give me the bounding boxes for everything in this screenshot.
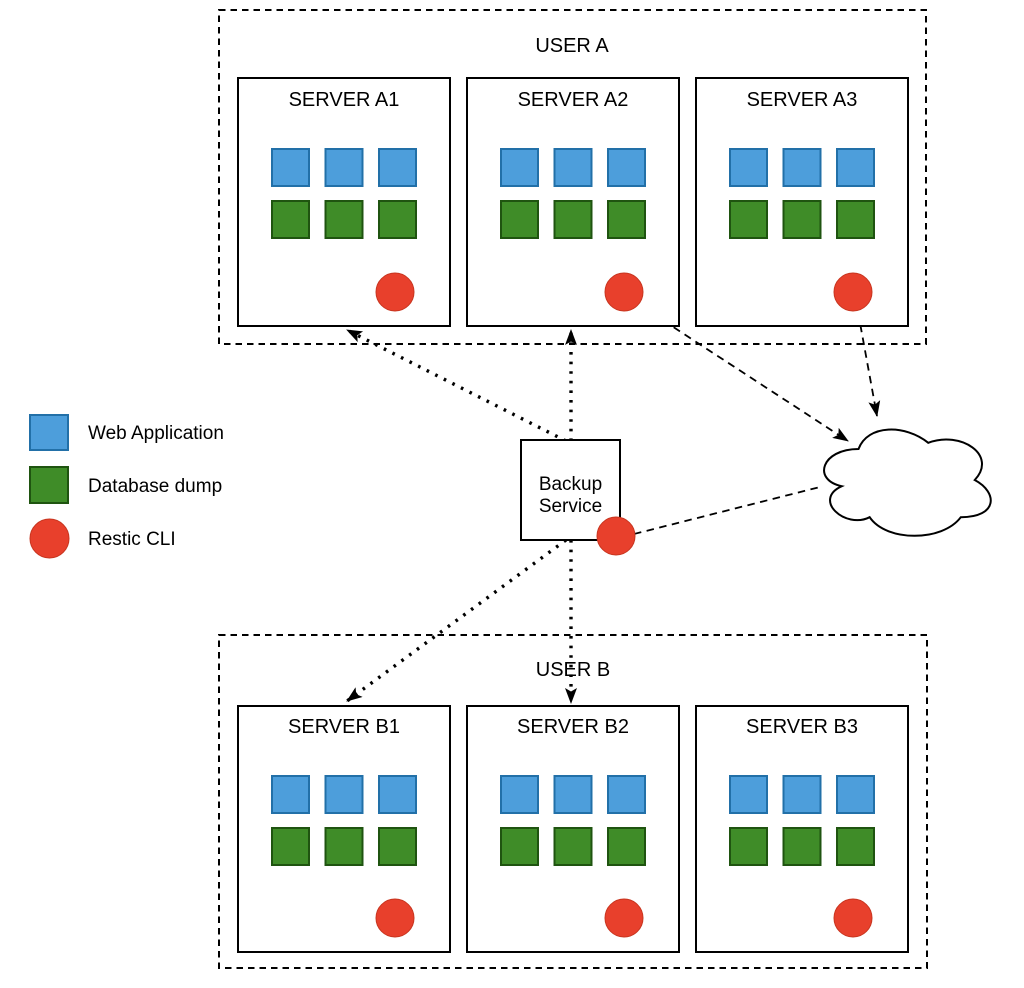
database-dump-icon (729, 827, 768, 866)
database-dump-icon (782, 827, 822, 866)
restic-cli-icon (604, 898, 644, 938)
web-application-icon (271, 148, 310, 187)
restic-cli-icon (604, 272, 644, 312)
server-b2-title: SERVER B2 (517, 716, 629, 738)
server-a3: SERVER A3 (695, 77, 909, 327)
user-b-container (218, 634, 928, 969)
web-application-icon (836, 148, 875, 187)
legend-web-application-label: Web Application (88, 423, 224, 444)
edge-server-a3-restic-to-cloud (857, 311, 881, 417)
web-application-icon (324, 775, 364, 814)
database-dump-icon (500, 200, 539, 239)
database-dump-icon (607, 200, 646, 239)
web-application-icon (607, 148, 646, 187)
web-application-icon (782, 148, 822, 187)
legend-web-application-icon (29, 414, 69, 451)
server-a2-title: SERVER A2 (518, 89, 629, 111)
legend: Web Application Database dump Restic CLI (29, 414, 224, 559)
legend-database-dump-icon (29, 466, 69, 504)
restic-cli-icon (596, 516, 636, 556)
restic-cli-icon (833, 272, 873, 312)
web-application-icon (324, 148, 364, 187)
server-b3: SERVER B3 (695, 705, 909, 953)
group-user-a: USER A SERVER A1 SERVER A2 (218, 9, 927, 345)
user-a-container (218, 9, 927, 345)
legend-restic-cli-icon (29, 518, 70, 559)
legend-database-dump-label: Database dump (88, 476, 222, 497)
web-application-icon (729, 775, 768, 814)
server-a1: SERVER A1 (237, 77, 451, 327)
database-dump-icon (271, 827, 310, 866)
restic-cli-icon (375, 898, 415, 938)
user-a-label: USER A (535, 35, 609, 57)
database-dump-icon (836, 200, 875, 239)
server-b3-title: SERVER B3 (746, 716, 858, 738)
backup-service-label-line2: Service (539, 496, 602, 517)
database-dump-icon (271, 200, 310, 239)
edge-backup-to-server-b1 (345, 538, 568, 703)
edge-backup-restic-to-cloud (633, 486, 821, 535)
database-dump-icon (607, 827, 646, 866)
cloud-storage-icon (823, 428, 992, 537)
web-application-icon (553, 148, 593, 187)
backup-service-label-line1: Backup (539, 474, 602, 495)
web-application-icon (500, 775, 539, 814)
edge-backup-to-server-a1 (346, 328, 567, 443)
server-a1-title: SERVER A1 (289, 89, 400, 111)
web-application-icon (836, 775, 875, 814)
server-a2: SERVER A2 (466, 77, 680, 327)
database-dump-icon (324, 200, 364, 239)
web-application-icon (782, 775, 822, 814)
database-dump-icon (324, 827, 364, 866)
edges (345, 305, 881, 704)
web-application-icon (729, 148, 768, 187)
database-dump-icon (782, 200, 822, 239)
edge-server-a2-restic-to-cloud (640, 305, 849, 442)
server-b1: SERVER B1 (237, 705, 451, 953)
web-application-icon (553, 775, 593, 814)
server-b1-title: SERVER B1 (288, 716, 400, 738)
web-application-icon (500, 148, 539, 187)
user-b-label: USER B (536, 659, 610, 681)
restic-cli-icon (833, 898, 873, 938)
backup-service-box (520, 439, 621, 541)
database-dump-icon (553, 200, 593, 239)
database-dump-icon (378, 827, 417, 866)
web-application-icon (378, 148, 417, 187)
database-dump-icon (500, 827, 539, 866)
backup-service: Backup Service (520, 439, 636, 556)
database-dump-icon (729, 200, 768, 239)
database-dump-icon (378, 200, 417, 239)
database-dump-icon (553, 827, 593, 866)
web-application-icon (271, 775, 310, 814)
server-a3-title: SERVER A3 (747, 89, 858, 111)
database-dump-icon (836, 827, 875, 866)
legend-restic-cli-label: Restic CLI (88, 529, 176, 550)
web-application-icon (607, 775, 646, 814)
restic-cli-icon (375, 272, 415, 312)
web-application-icon (378, 775, 417, 814)
group-user-b: USER B SERVER B1 SERVER B2 (218, 634, 928, 969)
server-b2: SERVER B2 (466, 705, 680, 953)
